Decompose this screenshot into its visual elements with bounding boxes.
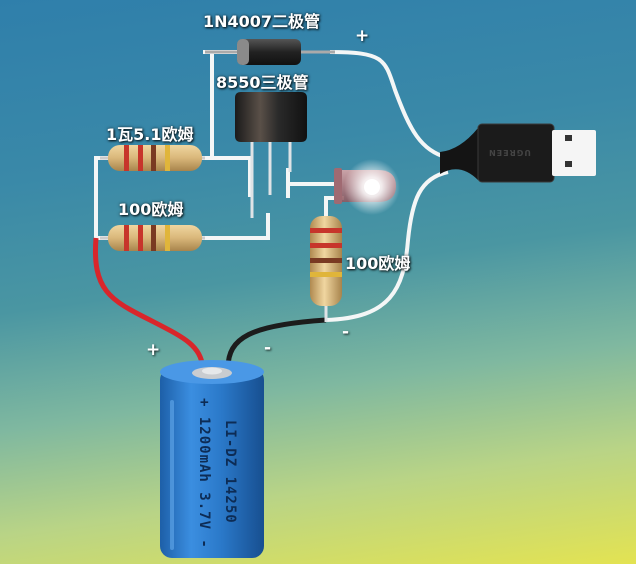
usb-positive-sign: +: [355, 26, 370, 46]
battery-14250: [160, 360, 264, 558]
resistor-100-ohm-led: [310, 216, 342, 306]
led-resistor-label: 100欧姆: [345, 254, 411, 273]
transistor-label: 8550三极管: [216, 73, 309, 92]
usb-negative-wire: [325, 170, 449, 322]
battery-negative-sign: -: [264, 338, 272, 358]
resistor-5-1-ohm: [100, 145, 205, 171]
led: [334, 159, 400, 215]
base-resistor-label: 100欧姆: [118, 200, 184, 219]
wire-left-rail: [94, 156, 112, 240]
usb-negative-sign: -: [342, 322, 350, 342]
transistor-legs: [250, 138, 292, 218]
diode-1n4007: [205, 39, 335, 65]
transistor-8550: [235, 92, 307, 142]
resistor-100-ohm-base: [100, 225, 205, 251]
battery-positive-sign: +: [146, 340, 161, 360]
usb-plug: [440, 123, 596, 183]
battery-spec-text: + 1200mAh 3.7V -: [196, 398, 212, 549]
red-wire: [92, 237, 206, 369]
black-wire: [225, 317, 327, 369]
power-resistor-label: 1瓦5.1欧姆: [106, 125, 194, 144]
usb-positive-wire: [329, 50, 449, 160]
wire-transistor-to-led: [286, 168, 340, 198]
diode-label: 1N4007二极管: [203, 12, 321, 31]
battery-model-text: LI-DZ 14250: [222, 420, 238, 524]
usb-brand-text: UGREEN: [488, 148, 531, 157]
wire-res2-to-transistor: [198, 213, 270, 240]
